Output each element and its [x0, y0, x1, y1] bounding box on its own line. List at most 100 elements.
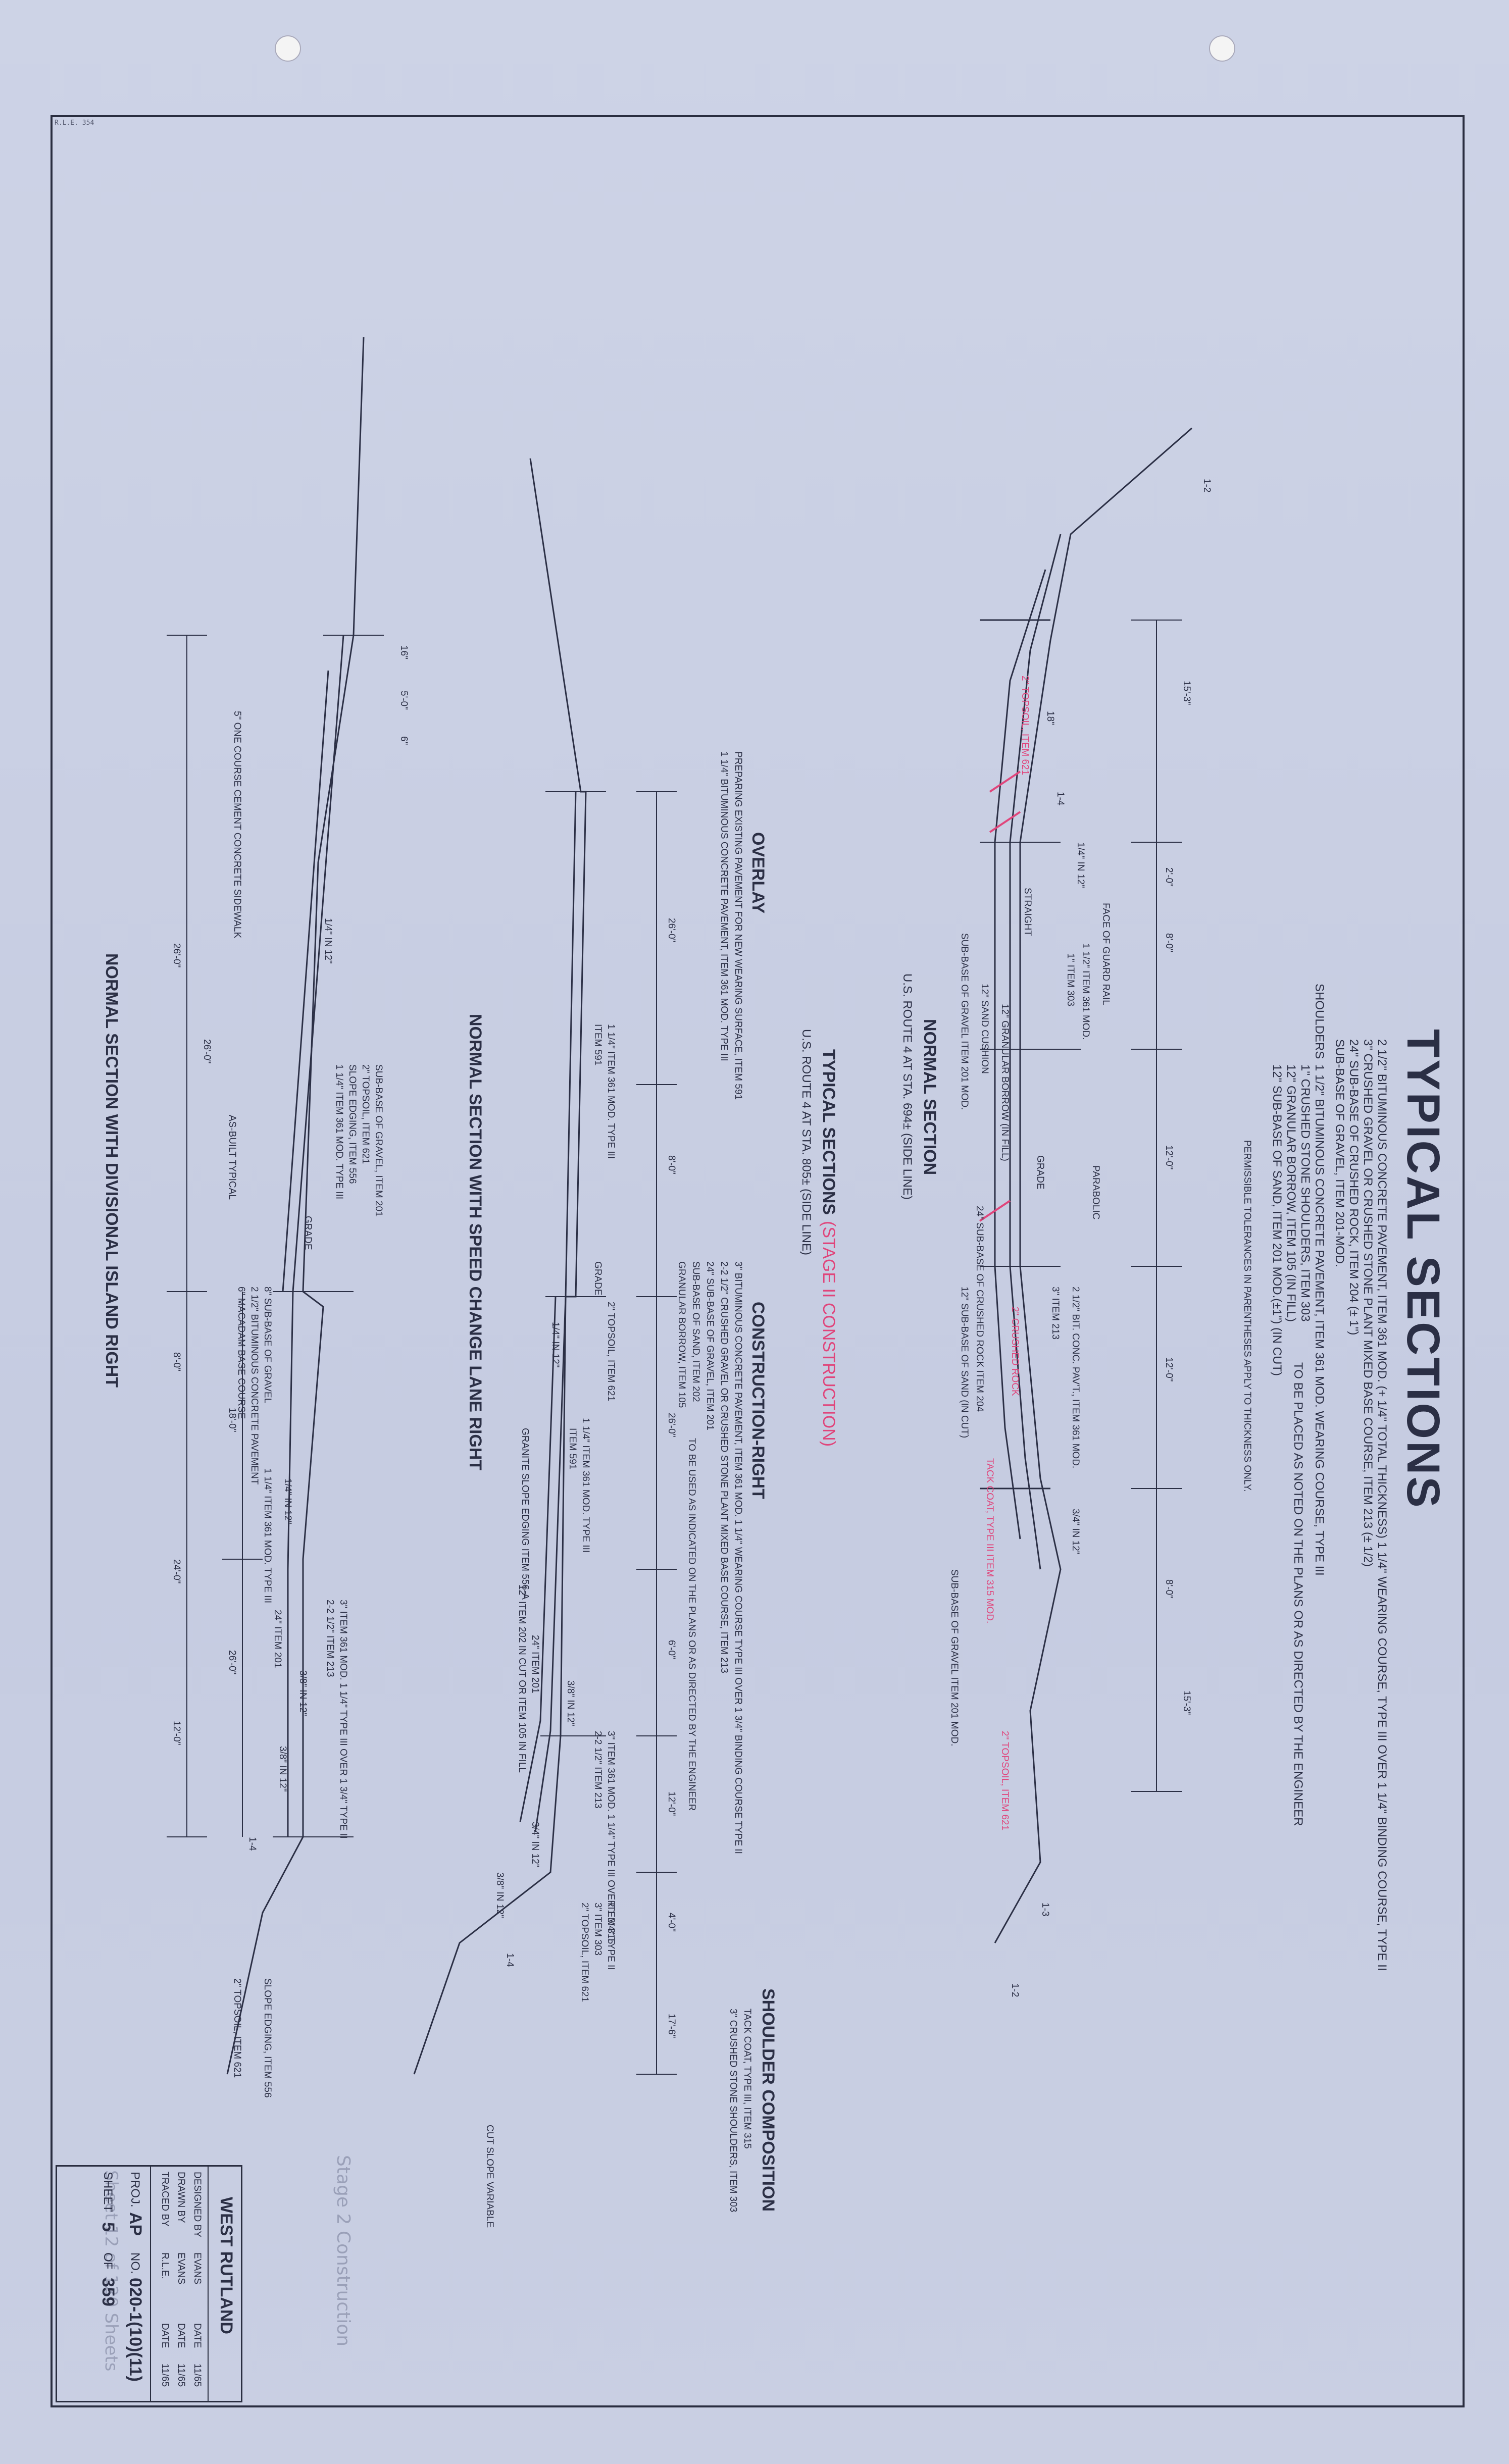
section-label: 2" TOPSOIL, ITEM 621 [579, 1903, 590, 2003]
dim-label: 12'-0" [171, 1721, 182, 1746]
section-label: 3/4" IN 12" [1070, 1509, 1081, 1555]
corner-tag: R.L.E. 354 [55, 119, 94, 127]
no-value: 020-1(10)(11) [126, 2278, 145, 2382]
section-label: 6" MACADAM BASE COURSE [236, 1287, 246, 1419]
dim-label: 6'-0" [666, 1640, 677, 1659]
drawn-date: 11/65 [176, 2364, 186, 2387]
section-label: 1-2 [1201, 479, 1212, 493]
section-label: FACE OF GUARD RAIL [1100, 903, 1111, 1005]
section-label: 1-4 [247, 1837, 258, 1851]
construction-right-title: CONSTRUCTION-RIGHT [748, 1302, 768, 1499]
construction-line: GRANULAR BORROW, ITEM 105 [676, 1261, 687, 1408]
construction-line: SUB-BASE OF SAND, ITEM 202 [690, 1261, 701, 1402]
dim-label: 8'-0" [1164, 933, 1174, 952]
section-label: 3/8" IN 12" [297, 1670, 308, 1716]
punch-hole [1209, 35, 1235, 62]
traced-date: 11/65 [160, 2364, 170, 2387]
section-label: CUT SLOPE VARIABLE [484, 2125, 495, 2228]
stage-subtitle: U.S. ROUTE 4 AT STA. 805± (SIDE LINE) [799, 1029, 813, 1255]
dim-label: 8'-0" [171, 1352, 182, 1371]
section-label: 1-3 [1040, 1903, 1050, 1917]
section-label: 2 1/2" BITUMINOUS CONCRETE PAVEMENT [249, 1287, 260, 1485]
drawing-border: R.L.E. 354 [51, 115, 1465, 2407]
section-label: 3/8" IN 12" [494, 1872, 505, 1918]
section-label: 3" ITEM 361 MOD. 1 1/4" TYPE III OVER 1 … [338, 1600, 348, 1839]
shoulder-composition-line: TACK COAT, TYPE III, ITEM 315 [742, 2009, 752, 2149]
dim-label: 8'-0" [666, 1155, 677, 1174]
section-label: 1 1/4" ITEM 361 MOD. TYPE III [334, 1064, 344, 1200]
section-linework [167, 337, 1192, 2075]
dim-label: 12'-0" [666, 1791, 677, 1816]
section-label: 12" GRANULAR BORROW (IN FILL) [999, 1004, 1010, 1161]
no-label: NO. [128, 2252, 142, 2274]
dim-label: 15'-3" [1181, 681, 1192, 705]
designed-name: EVANS [192, 2252, 203, 2285]
stage-note: (STAGE II CONSTRUCTION) [819, 1221, 838, 1447]
red-markup: 2" TOPSOIL, ITEM 621 [1020, 676, 1030, 776]
section-label: 12" ITEM 202 IN CUT OR ITEM 105 IN FILL [517, 1584, 527, 1773]
dim-label: 26'-0" [666, 918, 677, 943]
designed-date: 11/65 [192, 2364, 203, 2387]
divisional-island-title: NORMAL SECTION WITH DIVISIONAL ISLAND RI… [102, 953, 121, 1388]
section-label: STRAIGHT [1022, 888, 1033, 937]
punch-hole [275, 35, 301, 62]
dim-label: 26'-0" [171, 943, 182, 968]
section-label: 1-4 [1055, 792, 1066, 806]
section-label: 1 1/2" ITEM 361 MOD. [1080, 943, 1091, 1040]
section-label: 12" SUB-BASE OF SAND (IN CUT) [959, 1287, 970, 1439]
section-label: 3/8" IN 12" [277, 1746, 288, 1792]
section-label: 5" ONE COURSE CEMENT CONCRETE SIDEWALK [232, 711, 242, 939]
section-label: 3" ITEM 303 [592, 1903, 603, 1956]
section-label: 2" TOPSOIL, ITEM 621 [360, 1064, 371, 1164]
speed-change-title: NORMAL SECTION WITH SPEED CHANGE LANE RI… [466, 1014, 485, 1471]
section-label: SUB-BASE OF GRAVEL, ITEM 201 [373, 1064, 384, 1217]
section-label: 2" TOPSOIL, ITEM 621 [606, 1302, 616, 1402]
sheet-label: SHEET [101, 2172, 115, 2213]
drawn-date-label: DATE [176, 2323, 186, 2348]
construction-line: 3" BITUMINOUS CONCRETE PAVEMENT, ITEM 36… [733, 1261, 743, 1854]
section-label: GRANITE SLOPE EDGING ITEM 556-A [520, 1428, 530, 1600]
section-label: GRADE [592, 1261, 603, 1296]
proj-label: PROJ. [128, 2172, 142, 2208]
construction-line: 2-2 1/2" CRUSHED GRAVEL OR CRUSHED STONE… [719, 1261, 729, 1673]
dim-label: 8'-0" [1164, 1579, 1174, 1599]
section-label: AS-BUILT TYPICAL [227, 1115, 237, 1200]
section-label: PARABOLIC [1090, 1165, 1101, 1220]
dim-label: 4'-0" [666, 1913, 677, 1932]
dim-label: 26'-0" [666, 1413, 677, 1438]
normal-section-subtitle: U.S. ROUTE 4 AT STA. 694± (SIDE LINE) [900, 973, 914, 1200]
section-label: ITEM 591 [592, 1024, 603, 1066]
construction-note: TO BE USED AS INDICATED ON THE PLANS OR … [686, 1438, 697, 1811]
section-label: ITEM 591 [567, 1428, 578, 1470]
drawn-name: EVANS [176, 2252, 186, 2285]
dim-label: 16" [398, 645, 409, 659]
section-label: 1/4" IN 12" [282, 1478, 293, 1524]
pencil-stage-note: Stage 2 Construction [333, 2155, 354, 2347]
section-label: SLOPE EDGING, ITEM 556 [262, 1978, 273, 2098]
section-label: 2 1/2" BIT. CONC. PAV'T., ITEM 361 MOD. [1070, 1287, 1081, 1469]
dim-label: 12'-0" [1164, 1357, 1174, 1382]
overlay-line: 1 1/4" BITUMINOUS CONCRETE PAVEMENT, ITE… [719, 751, 729, 1061]
section-label: 8" SUB-BASE OF GRAVEL [262, 1287, 273, 1404]
designed-role: DESIGNED BY [192, 2172, 203, 2237]
dim-label: 2'-0" [1164, 867, 1174, 887]
section-label: 24" ITEM 201 [272, 1610, 283, 1668]
section-label: 1 1/4" ITEM 361 MOD. TYPE III [580, 1418, 591, 1553]
section-label: SUB-BASE OF GRAVEL ITEM 201 MOD. [959, 933, 970, 1110]
section-label: 2-2 1/2" ITEM 213 [592, 1731, 603, 1809]
section-label: 3/8" IN 12" [565, 1680, 576, 1726]
section-label: 3" ITEM 213 [1050, 1287, 1061, 1340]
traced-name: R.L.E. [160, 2252, 170, 2279]
dim-label: 15'-3" [1181, 1690, 1192, 1715]
section-label: GRADE [1035, 1155, 1045, 1190]
of-value: 359 [98, 2278, 118, 2306]
traced-date-label: DATE [160, 2323, 170, 2348]
section-label: 1/4" IN 12" [1075, 842, 1086, 888]
section-label: 2" TOPSOIL, ITEM 621 [232, 1978, 242, 2078]
section-label: 1-2 [1010, 1983, 1020, 1997]
section-label: ITEM 315 [606, 1903, 616, 1944]
proj-value: AP [126, 2212, 145, 2236]
dim-label: 12'-0" [1164, 1145, 1174, 1170]
section-label: 1 1/4" ITEM 361 MOD. TYPE III [606, 1024, 616, 1159]
